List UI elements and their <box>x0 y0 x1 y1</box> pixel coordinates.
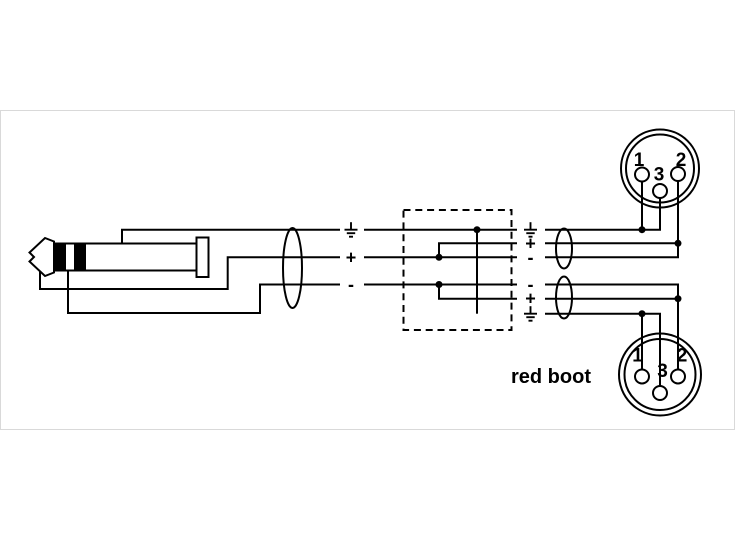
xlr-top-pin1-contact <box>634 166 650 183</box>
wire-minus-to-top-xlr-pin2 <box>545 180 679 259</box>
xlr-top-pins <box>634 166 686 199</box>
junction-dot <box>473 226 481 234</box>
xlr-bottom-pin2-label: 2 <box>677 346 688 367</box>
xlr-top-pin1-label: 1 <box>634 150 645 171</box>
jack-insulator-band-1 <box>54 243 66 271</box>
junction-dot <box>435 281 443 288</box>
minus-label-top-right: - <box>528 247 534 267</box>
jack-insulator-band-2 <box>74 243 86 271</box>
wire-ground-to-top-xlr-pin3 <box>545 197 661 231</box>
plus-label-top-right: + <box>525 233 536 253</box>
plus-label-left: + <box>346 247 357 267</box>
ground-symbol-bottom-right <box>524 306 537 322</box>
ground-symbol-top-right <box>524 222 537 238</box>
red-boot-label: red boot <box>511 366 591 388</box>
wire-plus-branch-bottom <box>438 284 517 300</box>
cable-shield-ellipse-left <box>282 227 303 309</box>
xlr-top-pin2-label: 2 <box>676 150 687 171</box>
junction-dot <box>674 295 682 303</box>
wire-tip-left <box>39 256 340 290</box>
junction-box <box>402 209 513 331</box>
jack-tip <box>28 236 55 278</box>
wire-ring-left <box>67 269 340 314</box>
xlr-top-pin3-label: 3 <box>654 165 665 186</box>
xlr-top-pin2-contact <box>670 166 686 182</box>
jack-collar <box>195 236 210 278</box>
xlr-bottom-pin3-contact <box>652 385 668 401</box>
junction-dots <box>435 226 682 318</box>
xlr-bottom-pin2-contact <box>670 368 686 385</box>
xlr-bottom-pin1-label: 1 <box>632 346 643 367</box>
ground-symbol-left <box>344 222 358 238</box>
jack-plug <box>28 236 210 278</box>
xlr-bottom-pin3-label: 3 <box>657 361 668 382</box>
wire-minus-to-bottom-xlr-pin2 <box>545 283 679 370</box>
xlr-top-pin3-contact <box>652 183 668 199</box>
xlr-bottom-pins <box>634 368 686 401</box>
wires <box>39 180 679 386</box>
wire-ground-to-bottom-xlr-pin3 <box>545 312 661 386</box>
junction-dot <box>638 226 646 234</box>
xlr-bottom-pin1-contact <box>634 368 650 385</box>
junction-dot <box>638 310 646 318</box>
cable-shield-ellipse-top-right <box>555 227 573 270</box>
minus-label-left: - <box>348 275 354 295</box>
plus-label-bottom-right: + <box>525 289 536 309</box>
minus-label-bottom-right: - <box>528 275 534 295</box>
wire-plus-branch-top <box>438 242 517 258</box>
junction-dot <box>674 239 682 247</box>
cable-shield-ellipse-bottom-right <box>555 275 573 320</box>
junction-dot <box>435 253 443 261</box>
wire-sleeve-ground-left <box>121 228 340 243</box>
